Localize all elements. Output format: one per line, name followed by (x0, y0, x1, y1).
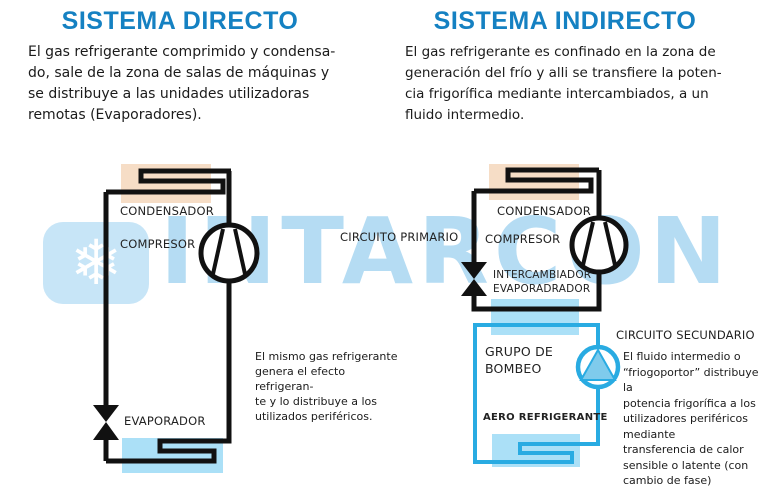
condenser-coil-left (106, 168, 231, 195)
direct-system-description: El gas refrigerante comprimido y condens… (28, 44, 336, 123)
intarcon-logo: ❄ (43, 222, 149, 304)
evaporator-highlight-left (122, 438, 223, 473)
primary-loop-bottom (471, 272, 602, 312)
indirect-system-title: SISTEMA INDIRECTO (433, 7, 697, 35)
label-condenser-left: CONDENSADOR (120, 204, 214, 218)
direct-system-note: El mismo gas refrigerante genera el efec… (255, 350, 398, 423)
label-secondary-circuit: CIRCUITO SECUNDARIO (616, 328, 755, 342)
label-evaporator-left: EVAPORADOR (124, 414, 206, 428)
label-aero-refrigerante: AERO REFRIGERANTE (483, 412, 608, 423)
compressor-icon-left (198, 222, 260, 284)
label-compressor-left: COMPRESOR (120, 237, 196, 251)
compressor-icon-right (569, 215, 629, 275)
label-exchanger-evaporator: INTERCAMBIADOR EVAPORADRADOR (493, 269, 592, 295)
pump-icon (575, 344, 621, 390)
expansion-valve-icon-left (93, 405, 119, 440)
label-condenser-right: CONDENSADOR (497, 204, 591, 218)
label-pump-group: GRUPO DE BOMBEO (485, 344, 553, 376)
condenser-coil-right (474, 167, 599, 194)
secondary-loop (473, 323, 600, 464)
evaporator-coil-left (103, 281, 232, 464)
indirect-system-description: El gas refrigerante es confinado en la z… (405, 44, 722, 123)
label-compressor-right: COMPRESOR (485, 232, 561, 246)
label-primary-circuit: CIRCUITO PRIMARIO (340, 230, 459, 244)
snowflake-icon: ❄ (70, 226, 122, 299)
exchanger-highlight (491, 299, 579, 335)
expansion-valve-icon-right (461, 262, 487, 296)
indirect-system-note: El fluido intermedio o “friogoportor” di… (623, 350, 759, 487)
direct-system-title: SISTEMA DIRECTO (61, 7, 299, 35)
